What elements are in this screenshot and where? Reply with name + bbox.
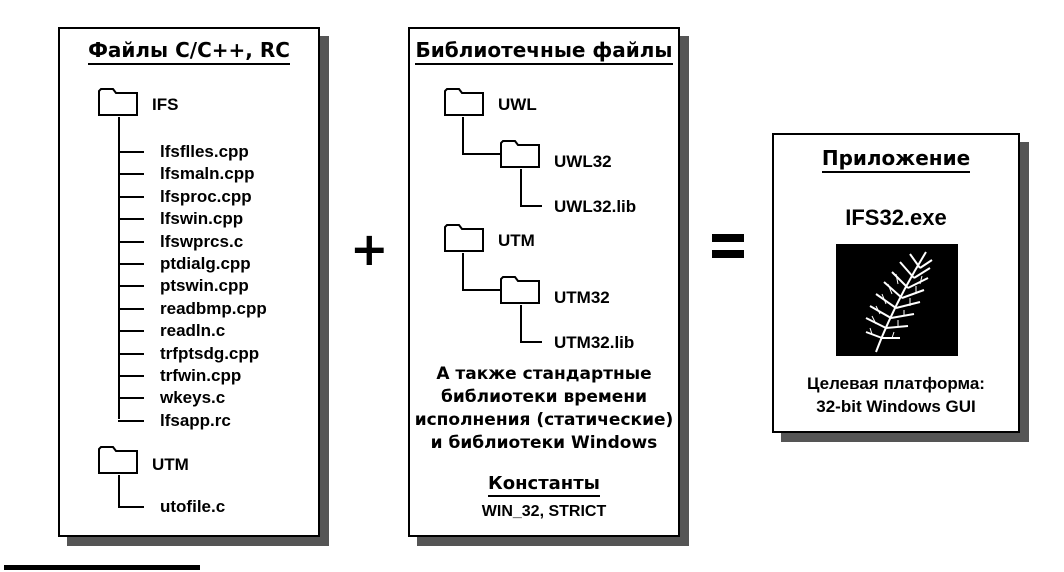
tree-branch <box>118 330 144 333</box>
equals-operator: = <box>712 232 744 260</box>
folder-label-utm: UTM <box>498 231 535 250</box>
tree-connector <box>462 117 464 155</box>
file-name: wkeys.c <box>160 388 226 408</box>
file-utm32-lib: UTM32.lib <box>554 333 635 352</box>
tree-branch <box>118 375 144 377</box>
folder-icon <box>444 88 484 116</box>
tree-branch <box>118 419 144 422</box>
library-files-panel: Библиотечные файлы UWL UWL32 UWL32.lib U… <box>408 27 680 537</box>
source-files-title: Файлы C/C++, RC <box>60 38 318 65</box>
file-name: lfsproc.cpp <box>160 186 252 206</box>
tree-connector <box>462 153 500 155</box>
constants-title: Константы <box>410 473 678 497</box>
tree-branch <box>118 173 144 176</box>
folder-icon <box>98 446 138 474</box>
file-name: trfptsdg.cpp <box>160 343 260 363</box>
folder-label-uwl32: UWL32 <box>554 152 612 171</box>
tree-branch <box>118 240 144 243</box>
tree-connector <box>520 205 542 207</box>
folder-label-uwl: UWL <box>498 95 537 114</box>
bottom-rule <box>4 565 200 570</box>
file-name: lfswprcs.c <box>160 231 244 251</box>
target-platform-line1: Целевая платформа: <box>807 374 985 393</box>
file-name: lfsflles.cpp <box>160 142 249 161</box>
target-platform-line2: 32-bit Windows GUI <box>816 397 976 416</box>
tree-connector <box>462 253 464 291</box>
application-title: Приложение <box>774 146 1018 173</box>
runtime-libraries-note: А также стандартные библиотеки времени и… <box>414 364 674 453</box>
file-name: ptdialg.cpp <box>160 254 251 273</box>
file-name: trfwin.cpp <box>160 366 242 385</box>
file-name: lfswin.cpp <box>160 209 244 229</box>
folder-icon <box>500 140 540 168</box>
folder-label-ifs: IFS <box>152 95 179 114</box>
file-uwl32-lib: UWL32.lib <box>554 197 637 216</box>
folder-icon <box>98 88 138 116</box>
file-name: readln.c <box>160 321 226 341</box>
file-name: ptswin.cpp <box>160 276 249 296</box>
file-name: readbmp.cpp <box>160 298 267 318</box>
tree-connector <box>118 117 120 419</box>
library-files-title: Библиотечные файлы <box>410 38 678 65</box>
tree-connector <box>520 305 522 343</box>
file-name: lfsapp.rc <box>160 410 231 430</box>
tree-branch <box>118 352 144 355</box>
executable-name: IFS32.exe <box>845 205 947 230</box>
tree-branch <box>118 263 144 265</box>
tree-connector <box>520 169 522 207</box>
tree-branch <box>118 195 144 198</box>
plus-operator: + <box>350 222 389 276</box>
folder-label-utm32: UTM32 <box>554 288 610 307</box>
tree-connector <box>118 475 120 507</box>
file-name: lfsmaln.cpp <box>160 164 255 184</box>
fern-icon <box>865 251 933 353</box>
constants-value: WIN_32, STRICT <box>481 503 607 520</box>
tree-connector <box>462 289 500 291</box>
tree-branch <box>118 285 144 288</box>
application-panel: Приложение IFS32.exe Целевая платформа: … <box>772 133 1020 433</box>
tree-branch <box>118 397 144 400</box>
tree-branch <box>118 151 144 153</box>
tree-branch <box>118 307 144 310</box>
tree-branch <box>118 218 144 221</box>
tree-connector <box>520 341 542 343</box>
folder-label-utm: UTM <box>152 455 189 474</box>
fern-image <box>836 244 958 356</box>
source-files-panel: Файлы C/C++, RC IFS lfsflles.cpp lfsmaln.… <box>58 27 320 537</box>
folder-icon <box>500 276 540 304</box>
folder-icon <box>444 224 484 252</box>
